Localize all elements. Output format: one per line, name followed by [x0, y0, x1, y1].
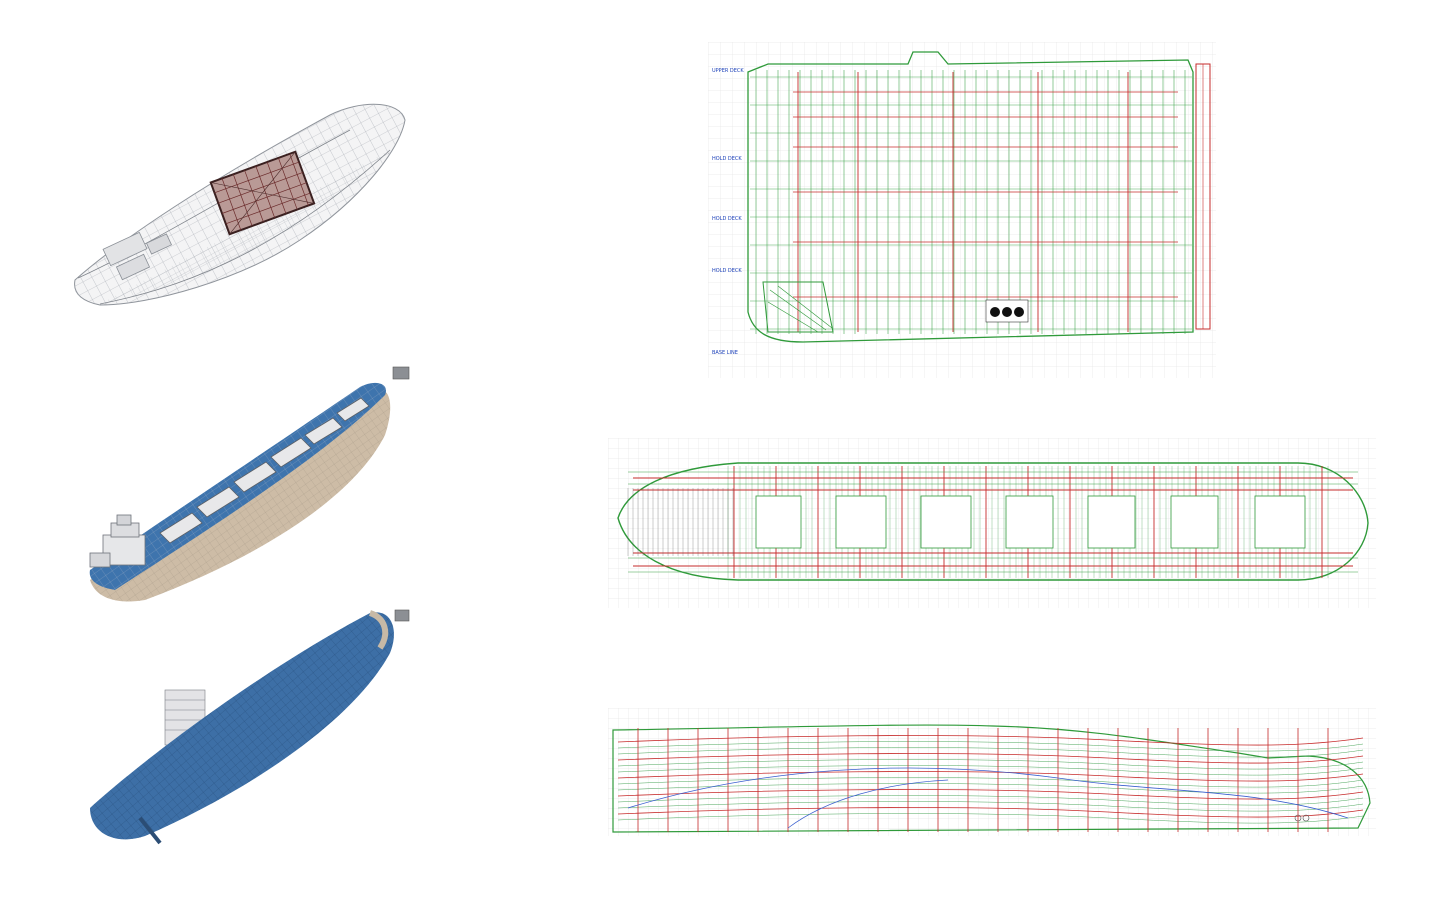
- section-side-label: BASE LINE: [712, 350, 738, 356]
- hull-deck-3d: [85, 365, 415, 610]
- section-side-label: HOLD DECK: [712, 156, 742, 162]
- fan-symbol-group: [985, 299, 1029, 323]
- section-side-label: HOLD DECK: [712, 216, 742, 222]
- hull-wireframe-3d: [60, 90, 410, 320]
- deck-plan-drawing: [608, 438, 1376, 608]
- midship-section-drawing: UPPER DECK HOLD DECK HOLD DECK HOLD DECK BAS…: [708, 42, 1216, 378]
- hull-underside-3d: [85, 608, 415, 853]
- section-side-label: UPPER DECK: [712, 68, 744, 74]
- section-side-label: HOLD DECK: [712, 268, 742, 274]
- lines-plan-drawing: [608, 708, 1376, 836]
